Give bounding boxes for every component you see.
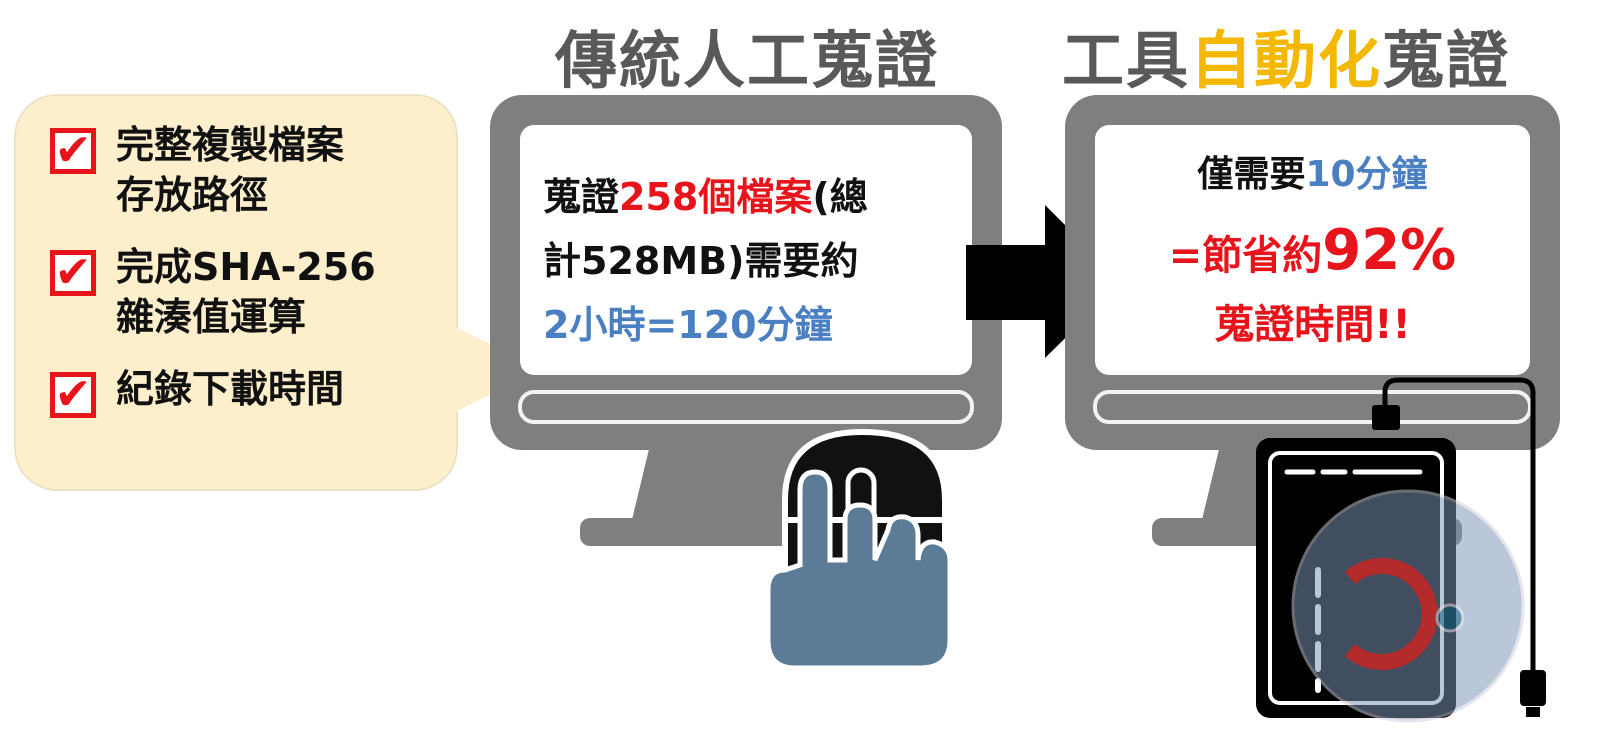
- item-text: 紀錄下載時間: [116, 367, 345, 411]
- item-text: 存放路徑: [116, 173, 269, 217]
- checklist-item: ✔ 紀錄下載時間: [50, 364, 470, 418]
- automated-duration: 10分鐘: [1305, 154, 1428, 195]
- item-text: 完成SHA-256: [116, 245, 376, 289]
- text: (總: [812, 175, 868, 219]
- savings-percent: 92%: [1322, 218, 1457, 283]
- checkbox-checked-icon: ✔: [50, 250, 96, 296]
- manual-screen-text: 蒐證258個檔案(總 計528MB)需要約 2小時=120分鐘: [543, 165, 868, 357]
- title-suffix: 蒐證: [1382, 24, 1511, 97]
- watermark-logo: [1291, 489, 1525, 723]
- item-text: 雜湊值運算: [116, 295, 307, 339]
- title-prefix: 工具: [1062, 24, 1191, 97]
- title-highlight: 自動化: [1190, 24, 1383, 97]
- checklist: ✔ 完整複製檔案存放路徑 ✔ 完成SHA-256 雜湊值運算 ✔ 紀錄下載時間: [50, 120, 470, 440]
- text: 蒐證時間!!: [1214, 302, 1411, 348]
- manual-duration: 2小時=120分鐘: [543, 303, 833, 347]
- automated-screen-text: 僅需要10分鐘 =節省約92% 蒐證時間!!: [1095, 140, 1530, 353]
- mouse-click-icon: [765, 428, 953, 671]
- text: 僅需要: [1197, 154, 1306, 195]
- item-text: 完整複製檔案: [116, 123, 345, 167]
- text: 計528MB)需要約: [543, 239, 859, 283]
- text: 蒐證: [543, 175, 620, 219]
- text: =節省約: [1168, 233, 1323, 279]
- checklist-item: ✔ 完成SHA-256 雜湊值運算: [50, 242, 470, 342]
- automation-title: 工具自動化蒐證: [1062, 10, 1510, 100]
- checkbox-checked-icon: ✔: [50, 128, 96, 174]
- traditional-title: 傳統人工蒐證: [555, 24, 940, 97]
- file-count: 258個檔案: [619, 175, 813, 219]
- checkbox-checked-icon: ✔: [50, 372, 96, 418]
- checklist-item: ✔ 完整複製檔案存放路徑: [50, 120, 470, 220]
